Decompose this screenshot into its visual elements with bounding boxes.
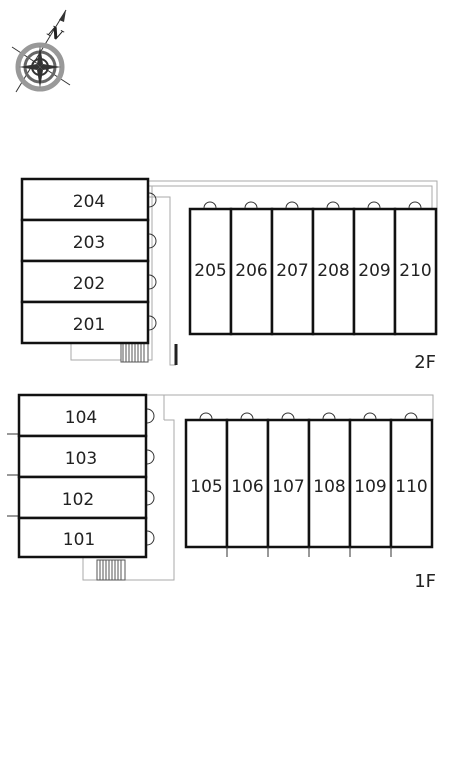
svg-text:108: 108 [313,477,345,497]
svg-text:106: 106 [231,477,263,497]
unit-209: 209 [352,201,397,336]
unit-105: 105 [184,412,229,549]
compass-north-label: N [44,22,67,46]
svg-text:104: 104 [65,408,97,428]
floor-label-2f: 2F [414,352,436,373]
stairs-2f [120,342,149,363]
unit-206: 206 [229,201,274,336]
svg-text:105: 105 [190,477,222,497]
svg-text:209: 209 [358,261,390,281]
unit-101: 101 [17,516,155,559]
unit-108: 108 [307,412,352,549]
unit-207: 207 [270,201,315,336]
stairs-1f [96,559,126,581]
unit-203: 203 [20,218,157,263]
unit-110: 110 [389,412,434,549]
north-compass-icon: N [11,9,71,93]
svg-text:207: 207 [276,261,308,281]
unit-106: 106 [225,412,270,549]
unit-208: 208 [311,201,356,336]
unit-201: 201 [20,300,157,345]
svg-text:203: 203 [73,233,105,253]
svg-text:210: 210 [399,261,431,281]
unit-202: 202 [20,259,157,304]
unit-104: 104 [17,393,155,438]
svg-text:110: 110 [395,477,427,497]
unit-102: 102 [17,475,155,520]
svg-text:107: 107 [272,477,304,497]
unit-109: 109 [348,412,393,549]
svg-text:109: 109 [354,477,386,497]
floor-1f: 104 103 102 101 105 106 [7,393,436,592]
svg-text:208: 208 [317,261,349,281]
svg-text:102: 102 [62,490,94,510]
unit-210: 210 [393,201,438,336]
unit-205: 205 [188,201,233,336]
floor-2f: 204 203 202 201 205 206 [20,177,438,373]
svg-text:205: 205 [194,261,226,281]
svg-text:103: 103 [65,449,97,469]
svg-text:206: 206 [235,261,267,281]
unit-107: 107 [266,412,311,549]
svg-text:201: 201 [73,315,105,335]
svg-text:202: 202 [73,274,105,294]
floor-label-1f: 1F [414,571,436,592]
svg-text:204: 204 [73,192,105,212]
unit-103: 103 [17,434,155,479]
svg-text:101: 101 [63,530,95,550]
unit-204: 204 [20,177,157,222]
